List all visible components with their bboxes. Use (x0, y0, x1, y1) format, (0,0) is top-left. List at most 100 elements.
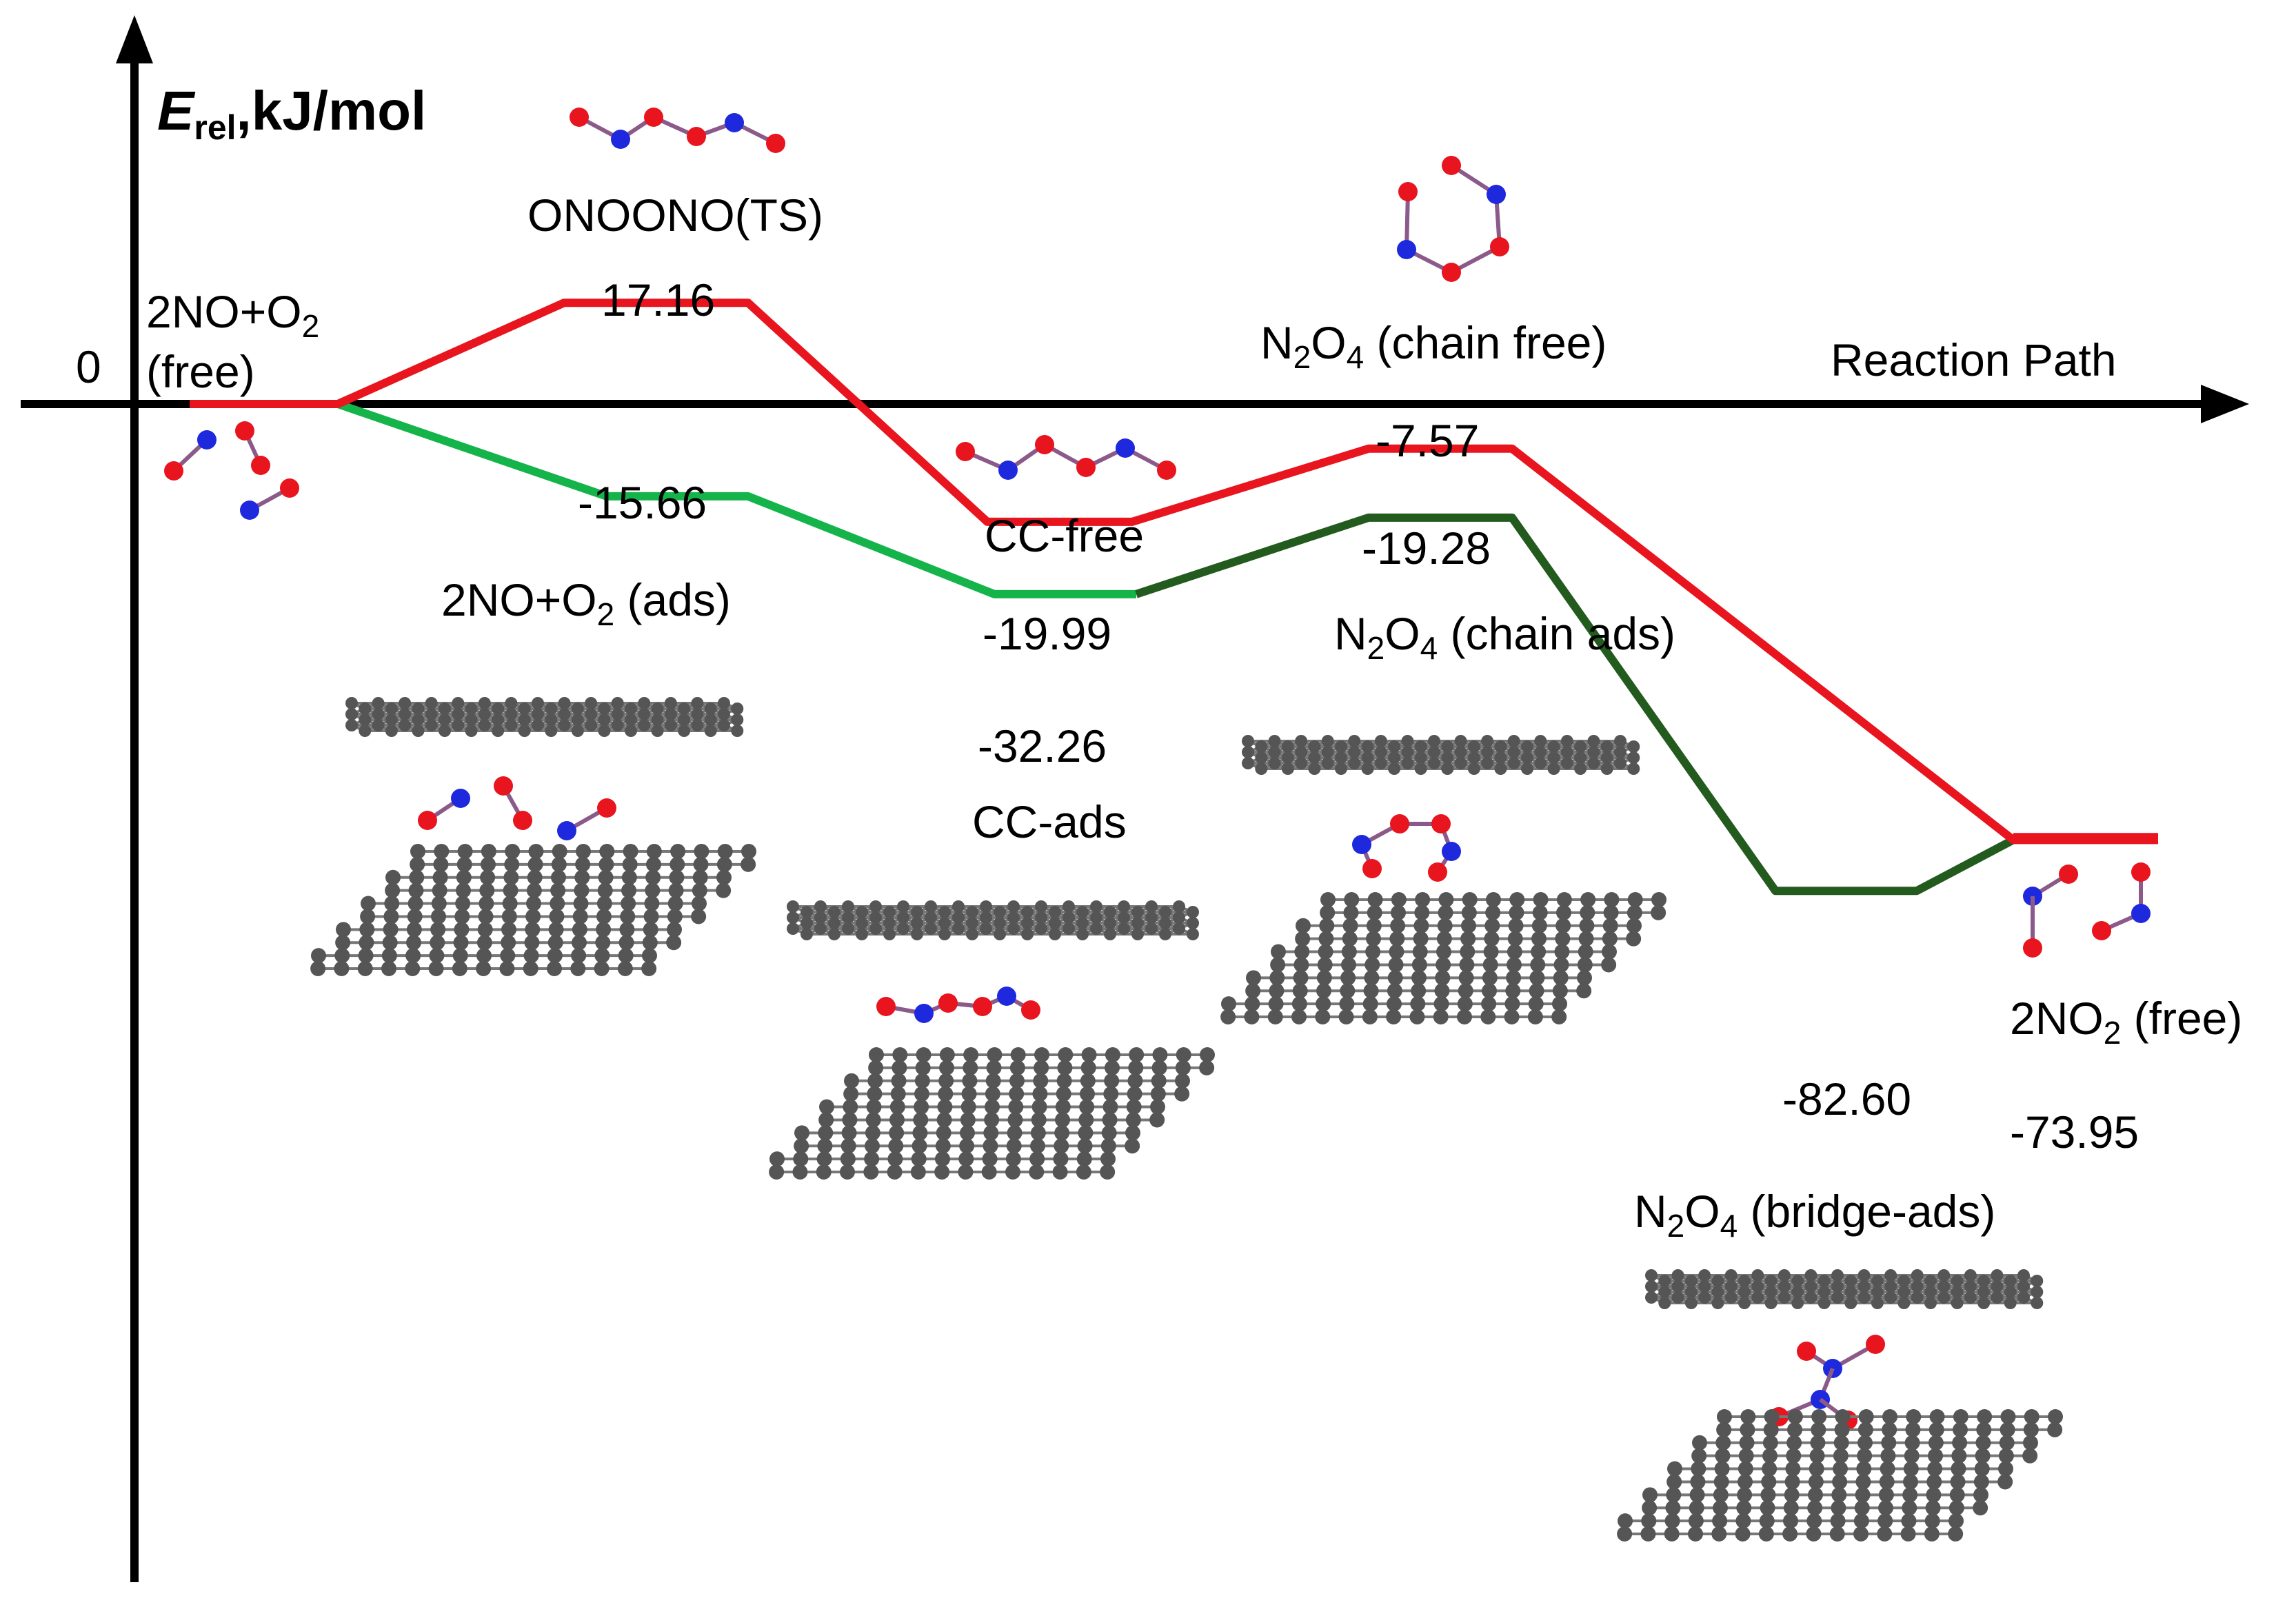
carbon-atom (1627, 918, 1642, 933)
carbon-atom (405, 948, 421, 964)
carbon-atom (925, 922, 937, 935)
carbon-atom (1063, 900, 1075, 913)
carbon-atom (1363, 983, 1379, 999)
carbon-atom (433, 856, 449, 872)
carbon-atom (1833, 1448, 1849, 1464)
carbon-atom (911, 906, 923, 918)
carbon-atom (865, 1112, 881, 1128)
y-axis-arrowhead (116, 15, 153, 63)
carbon-atom (1056, 1073, 1072, 1089)
carbon-atom (1187, 917, 1199, 929)
carbon-atom (452, 708, 465, 720)
carbon-atom (651, 714, 664, 726)
carbon-atom (1904, 1448, 1920, 1464)
carbon-atom (505, 844, 521, 859)
carbon-atom (372, 697, 385, 709)
carbon-atom (936, 1125, 951, 1141)
carbon-atom (1804, 1269, 1817, 1282)
carbon-atom (1857, 1422, 1873, 1437)
carbon-atom (334, 948, 350, 964)
carbon-atom (1817, 1297, 1831, 1309)
carbon-atom (1751, 1291, 1764, 1304)
carbon-atom (621, 882, 636, 898)
carbon-atom (694, 844, 709, 859)
carbon-atom (1507, 931, 1523, 947)
carbon-atom (406, 922, 422, 938)
carbon-atom (1175, 1073, 1190, 1089)
carbon-atom (1853, 1513, 1869, 1529)
carbon-atom (925, 900, 937, 913)
carbon-atom (1666, 1487, 1682, 1503)
carbon-atom (1724, 1280, 1738, 1293)
carbon-atom (361, 896, 376, 911)
carbon-atom (1531, 918, 1547, 933)
carbon-atom (1508, 918, 1524, 933)
carbon-atom (1587, 746, 1600, 758)
carbon-atom (476, 935, 492, 951)
carbon-atom (2031, 1275, 2044, 1287)
carbon-atom (1268, 735, 1281, 747)
carbon-atom (1145, 911, 1158, 924)
carbon-atom (1784, 1474, 1800, 1490)
carbon-atom (1104, 917, 1116, 929)
carbon-atom (1008, 1099, 1024, 1115)
carbon-atom (430, 935, 445, 951)
carbon-atom (1645, 1280, 1658, 1293)
carbon-atom (1388, 751, 1401, 764)
carbon-atom (1778, 1291, 1791, 1304)
carbon-atom (1831, 1500, 1846, 1516)
carbon-atom (558, 719, 571, 731)
bridge-value: -82.60 (1782, 1073, 1911, 1124)
carbon-atom (1555, 931, 1571, 947)
carbon-atom (1128, 1060, 1144, 1075)
carbon-atom (1833, 1461, 1848, 1477)
carbon-atom (1374, 757, 1387, 769)
carbon-atom (1580, 892, 1596, 907)
bridge-n2o4-oxygen-atom (1866, 1335, 1885, 1354)
carbon-atom (1521, 751, 1533, 764)
carbon-atom (1627, 904, 1642, 920)
carbon-atom (1054, 1125, 1070, 1141)
carbon-atom (1810, 1435, 1826, 1451)
carbon-atom (1005, 1164, 1020, 1180)
carbon-atom (1267, 1009, 1283, 1024)
carbon-atom (1778, 1269, 1791, 1282)
carbon-atom (1242, 757, 1254, 769)
carbon-atom (1174, 1086, 1190, 1102)
carbon-atom (478, 708, 491, 720)
carbon-atom (479, 882, 495, 898)
carbon-atom (1127, 1073, 1143, 1089)
carbon-atom (892, 1060, 907, 1075)
carbon-atom (549, 909, 565, 924)
carbon-atom (741, 844, 756, 859)
carbon-atom (1977, 1297, 1991, 1309)
carbon-atom (1574, 751, 1587, 764)
carbon-atom (1414, 740, 1427, 753)
carbon-atom (611, 719, 624, 731)
carbon-atom (1857, 1435, 1873, 1451)
carbon-atom (502, 896, 518, 911)
carbon-atom (1052, 1164, 1068, 1180)
carbon-atom (1929, 1409, 1945, 1424)
carbon-atom (625, 725, 637, 737)
carbon-atom (1951, 1286, 1964, 1298)
carbon-atom (828, 906, 840, 918)
carbon-atom (1007, 1125, 1023, 1141)
carbon-atom (1736, 1500, 1752, 1516)
graphene-top-sheet (787, 900, 1199, 940)
carbon-atom (936, 1112, 952, 1128)
carbon-atom (769, 1164, 785, 1180)
carbon-atom (547, 961, 562, 976)
carbon-atom (1078, 1112, 1094, 1128)
carbon-atom (572, 935, 587, 951)
carbon-atom (1587, 757, 1600, 769)
carbon-atom (619, 922, 635, 938)
carbon-atom (1751, 1280, 1764, 1293)
carbon-atom (1009, 1086, 1025, 1102)
carbon-atom (384, 896, 400, 911)
carbon-atom (1762, 1435, 1778, 1451)
carbon-atom (594, 948, 610, 964)
carbon-atom (574, 882, 590, 898)
carbon-atom (1715, 1435, 1731, 1451)
cc-free-chain-oxygen-atom (1076, 458, 1096, 477)
